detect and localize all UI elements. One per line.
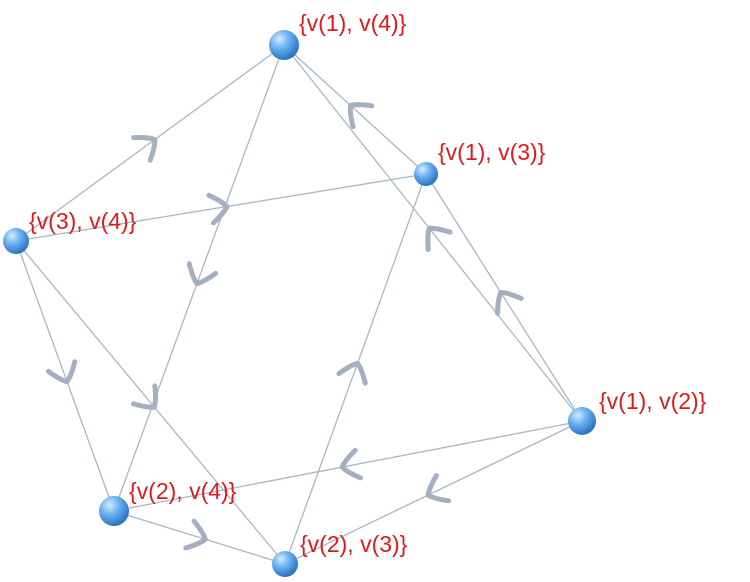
edge-v2v3-to-v1v3	[284, 173, 427, 565]
edge-v1v2-to-v2v4	[113, 420, 583, 512]
edge-v1v4-to-v2v4	[113, 44, 285, 512]
edge-v1v2-to-v1v3	[425, 173, 583, 422]
edges-layer	[15, 44, 583, 565]
labels-layer: {v(1), v(4)} {v(1), v(3)} {v(3), v(4)} {v(1…	[29, 10, 707, 557]
edge-v1v2-to-v1v4	[283, 44, 583, 422]
arrowhead-v2v3-to-v1v3	[336, 360, 368, 386]
node-label-v3v4: {v(3), v(4)}	[29, 208, 137, 234]
arrowhead-v3v4-to-v1v4	[131, 134, 158, 163]
edge-v3v4-to-v1v3	[15, 173, 427, 242]
edge-v1v2-to-v2v3	[284, 420, 583, 565]
edge-v3v4-to-v1v4	[15, 44, 285, 242]
arrowhead-v1v2-to-v2v4	[339, 447, 363, 481]
node-v2v4[interactable]	[99, 496, 129, 526]
arrowhead-v3v4-to-v1v3	[206, 192, 230, 226]
node-v3v4[interactable]	[3, 228, 29, 254]
nodes-layer	[3, 30, 596, 577]
node-v1v3[interactable]	[414, 162, 438, 186]
node-v1v2[interactable]	[568, 407, 596, 435]
node-v1v4[interactable]	[269, 30, 299, 60]
node-label-v1v3: {v(1), v(3)}	[438, 139, 546, 165]
arrowhead-v1v2-to-v1v4	[425, 225, 453, 253]
node-label-v1v4: {v(1), v(4)}	[299, 10, 407, 36]
edge-v3v4-to-v2v3	[15, 240, 286, 565]
edge-v2v4-to-v2v3	[113, 510, 286, 565]
edge-v1v3-to-v1v4	[283, 44, 427, 175]
arrowhead-v1v3-to-v1v4	[347, 102, 375, 130]
node-label-v1v2: {v(1), v(2)}	[599, 388, 707, 414]
node-v2v3[interactable]	[272, 551, 298, 577]
arrowheads-layer	[45, 102, 524, 551]
node-label-v2v4: {v(2), v(4)}	[129, 478, 237, 504]
arrowhead-v1v2-to-v1v3	[495, 289, 524, 316]
arrowhead-v3v4-to-v2v3	[130, 383, 159, 410]
node-label-v2v3: {v(2), v(3)}	[300, 531, 408, 557]
edge-v3v4-to-v2v4	[15, 240, 115, 512]
arrowhead-v1v2-to-v2v3	[425, 473, 452, 504]
arrowhead-v2v4-to-v2v3	[183, 518, 208, 551]
arrowhead-v3v4-to-v2v4	[45, 359, 78, 385]
arrowhead-v1v4-to-v2v4	[186, 261, 219, 287]
